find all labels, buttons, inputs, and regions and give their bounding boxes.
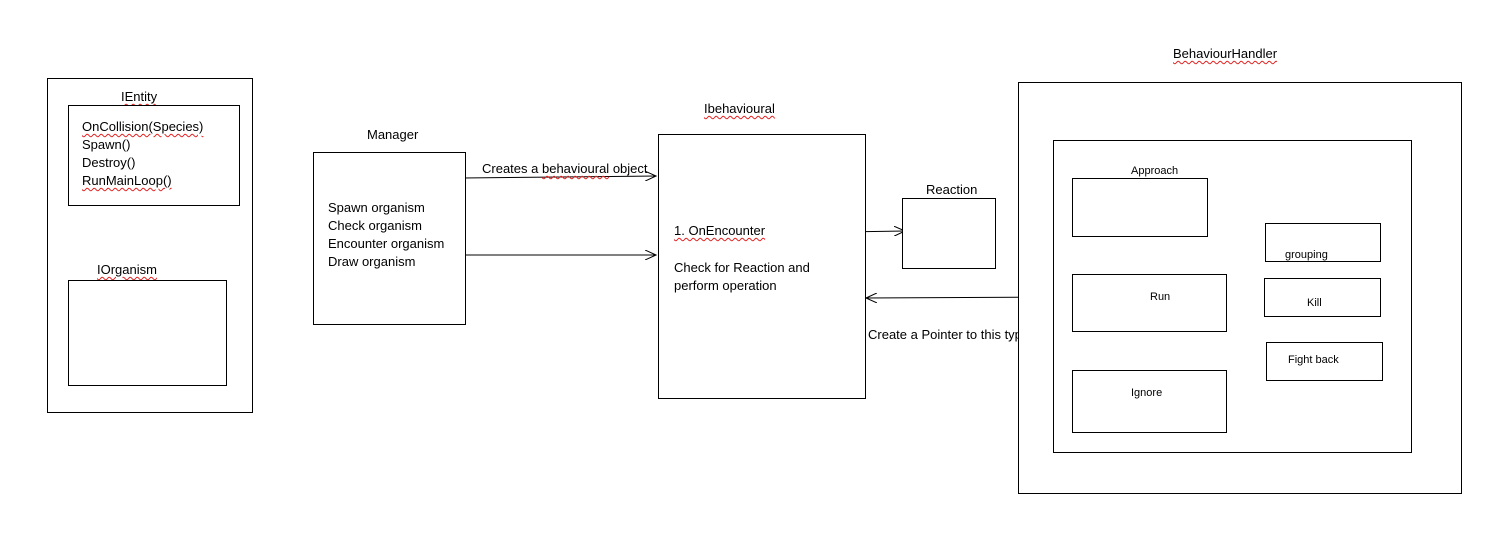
ignore-label: Ignore — [1131, 387, 1163, 399]
manager-item: Spawn organism — [328, 200, 425, 215]
iorganism-box — [68, 280, 227, 386]
arrow-manager-creates-behavioural — [462, 176, 656, 178]
manager-title: Manager — [367, 127, 419, 142]
ientity-method-list: OnCollision(Species) Spawn() Destroy() R… — [82, 118, 203, 190]
ibehavioural-box — [658, 134, 866, 399]
reaction-box — [902, 198, 996, 269]
check-line: perform operation — [674, 278, 777, 293]
edge-label-part: object — [609, 161, 648, 176]
iorganism-title: IOrganism — [97, 262, 157, 277]
ientity-methods-box — [68, 105, 240, 206]
method-runmainloop: RunMainLoop() — [82, 173, 172, 188]
grouping-label: grouping — [1285, 249, 1328, 261]
ibehavioural-check-text: Check for Reaction and perform operation — [674, 259, 810, 295]
manager-item: Encounter organism — [328, 236, 445, 251]
check-line: Check for Reaction and — [674, 260, 810, 275]
grouping-box — [1265, 223, 1381, 262]
run-box — [1072, 274, 1227, 332]
reaction-title: Reaction — [926, 182, 978, 197]
ignore-box — [1072, 370, 1227, 433]
method-oncollision: OnCollision(Species) — [82, 119, 204, 134]
ientity-title: IEntity — [121, 89, 158, 104]
method-destroy: Destroy() — [82, 155, 136, 170]
manager-box — [313, 152, 466, 325]
approach-label: Approach — [1131, 165, 1179, 177]
edge-label-word: behavioural — [541, 161, 610, 176]
behaviour-handler-title: BehaviourHandler — [1173, 46, 1278, 61]
kill-box — [1264, 278, 1381, 317]
kill-label: Kill — [1307, 297, 1322, 309]
manager-item-list: Spawn organism Check organism Encounter … — [328, 199, 444, 271]
edge-label-create-pointer: Create a Pointer to this type — [868, 327, 1030, 342]
manager-item: Draw organism — [328, 254, 416, 269]
edge-label-part: Creates a — [482, 161, 542, 176]
method-spawn: Spawn() — [82, 137, 131, 152]
fight-back-label: Fight back — [1288, 354, 1339, 366]
ibehavioural-title: Ibehavioural — [704, 101, 775, 116]
ibehavioural-onencounter: 1. OnEncounter — [674, 223, 766, 238]
run-label: Run — [1150, 291, 1171, 303]
approach-box — [1072, 178, 1208, 237]
fight-back-box — [1266, 342, 1383, 381]
manager-item: Check organism — [328, 218, 422, 233]
edge-label-creates-behavioural: Creates a behavioural object — [482, 161, 648, 177]
